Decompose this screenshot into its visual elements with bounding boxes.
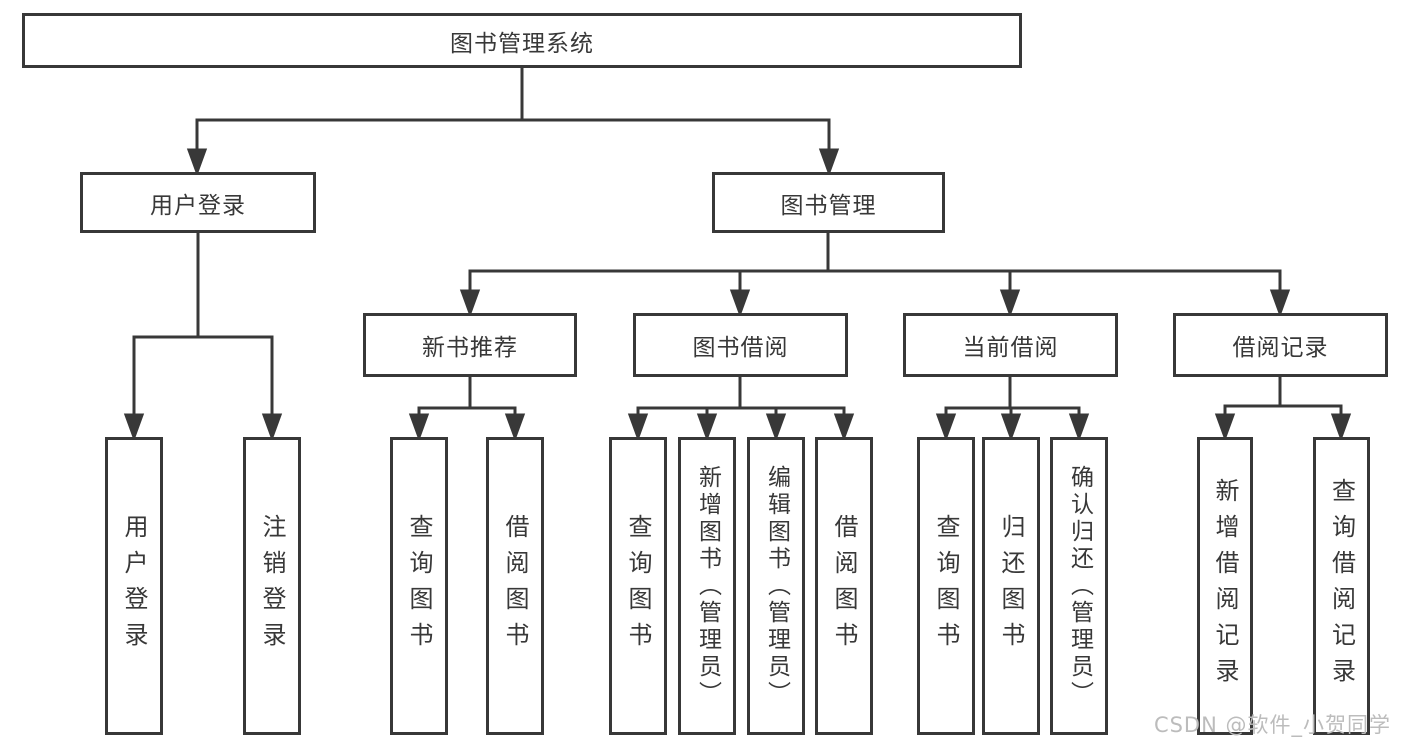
leaf-borrow-books-recommend: 借阅图书: [486, 437, 544, 735]
leaf-label: 编辑图书（管理员）: [763, 464, 790, 708]
leaf-edit-books-admin: 编辑图书（管理员）: [747, 437, 805, 735]
node-label: 借阅记录: [1232, 335, 1329, 361]
node-new-book-recommend: 新书推荐: [363, 313, 577, 377]
leaf-label: 注销登录: [258, 514, 286, 658]
leaf-label: 借阅图书: [501, 514, 529, 658]
leaf-label: 新增借阅记录: [1211, 478, 1239, 694]
csdn-watermark: CSDN @软件_小贺同学: [1153, 713, 1391, 737]
leaf-add-borrow-record: 新增借阅记录: [1197, 437, 1253, 735]
node-label: 图书借阅: [692, 335, 789, 361]
leaf-label: 查询借阅记录: [1327, 478, 1356, 694]
leaf-confirm-return-admin: 确认归还（管理员）: [1050, 437, 1108, 735]
node-label: 图书管理系统: [450, 30, 594, 57]
leaf-query-books-recommend: 查询图书: [390, 437, 448, 735]
leaf-label: 用户登录: [120, 514, 148, 658]
leaf-label: 确认归还（管理员）: [1066, 464, 1093, 708]
node-book-borrow: 图书借阅: [633, 313, 848, 377]
node-borrow-records: 借阅记录: [1173, 313, 1388, 377]
node-library-management-system: 图书管理系统: [22, 13, 1022, 68]
leaf-label: 新增图书（管理员）: [694, 464, 721, 708]
leaf-label: 借阅图书: [830, 514, 858, 658]
leaf-query-books-current: 查询图书: [917, 437, 975, 735]
leaf-user-login: 用户登录: [105, 437, 163, 735]
leaf-label: 查询图书: [932, 514, 960, 658]
leaf-label: 查询图书: [405, 514, 433, 658]
leaf-label: 归还图书: [997, 514, 1025, 658]
node-current-borrow: 当前借阅: [903, 313, 1118, 377]
leaf-query-borrow-record: 查询借阅记录: [1313, 437, 1370, 735]
leaf-add-books-admin: 新增图书（管理员）: [678, 437, 736, 735]
node-label: 新书推荐: [422, 335, 518, 361]
node-label: 用户登录: [150, 192, 246, 219]
leaf-logout: 注销登录: [243, 437, 301, 735]
node-label: 图书管理: [780, 192, 877, 219]
node-label: 当前借阅: [962, 335, 1059, 361]
node-book-management: 图书管理: [712, 172, 945, 233]
leaf-return-books: 归还图书: [982, 437, 1040, 735]
node-user-login: 用户登录: [80, 172, 316, 233]
leaf-query-books-borrow: 查询图书: [609, 437, 667, 735]
leaf-label: 查询图书: [624, 514, 652, 658]
leaf-borrow-books: 借阅图书: [815, 437, 873, 735]
